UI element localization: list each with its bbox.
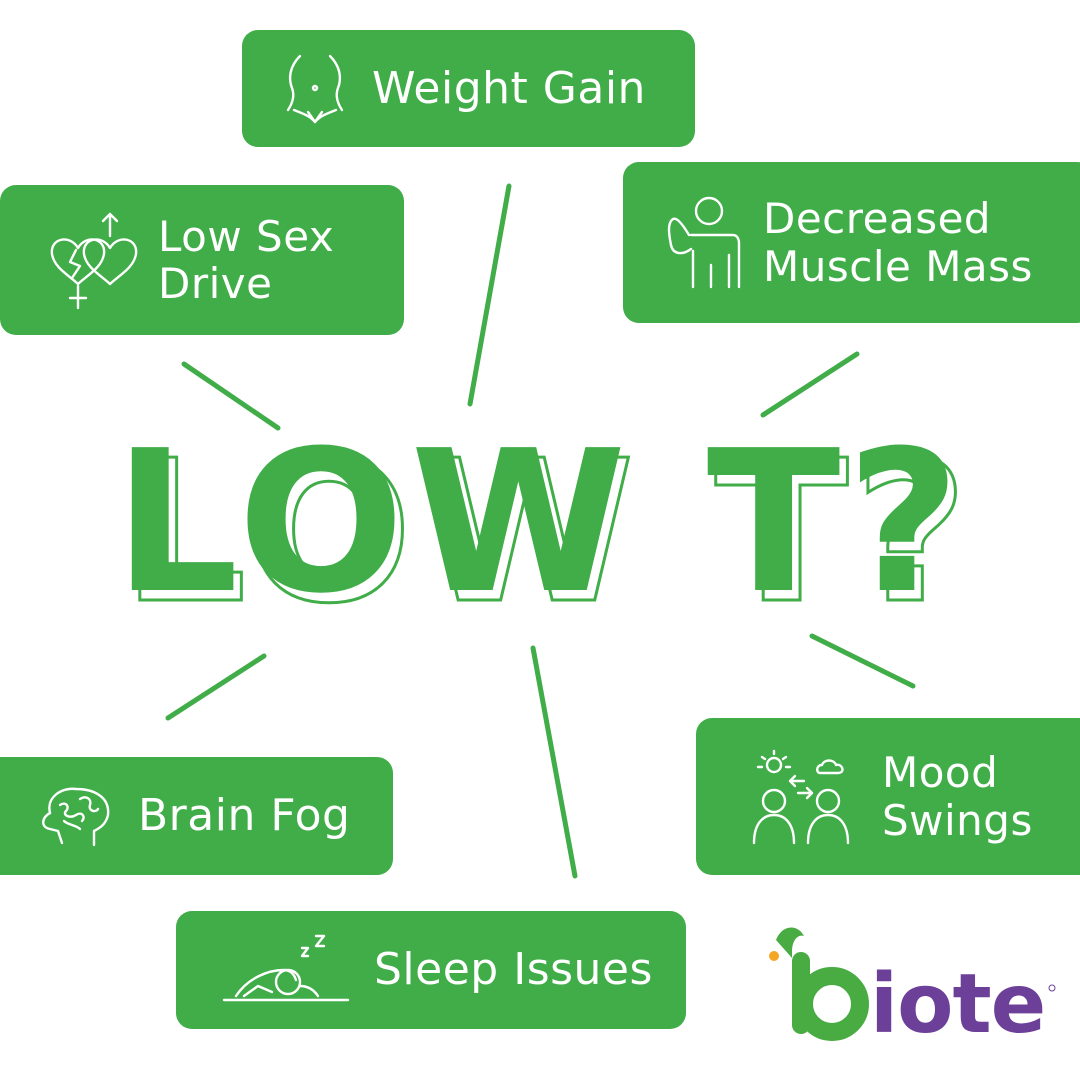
sleep-issues-label: Sleep Issues bbox=[374, 944, 653, 996]
logo-iote-text: iote bbox=[870, 957, 1045, 1048]
biote-logo: iote bbox=[769, 927, 1056, 1048]
ray-muscle bbox=[760, 351, 860, 418]
symptom-card-mood-swings: Mood Swings bbox=[696, 718, 1080, 875]
hearts-gender-icon bbox=[50, 212, 138, 310]
ray-sex bbox=[181, 361, 281, 431]
symptom-card-decreased-muscle-mass: Decreased Muscle Mass bbox=[623, 162, 1080, 323]
decreased-muscle-mass-line2: Muscle Mass bbox=[763, 241, 1033, 291]
ray-sleep bbox=[530, 645, 578, 879]
brain-fog-label: Brain Fog bbox=[138, 790, 351, 842]
low-sex-drive-line1: Low Sex bbox=[158, 211, 335, 261]
mood-swings-line1: Mood bbox=[882, 748, 999, 798]
belly-icon bbox=[286, 54, 344, 123]
weight-gain-label: Weight Gain bbox=[372, 62, 646, 114]
logo-leaf bbox=[776, 927, 804, 958]
brain-head-icon bbox=[42, 787, 110, 847]
symptom-card-brain-fog: Brain Fog bbox=[0, 757, 393, 875]
symptom-card-sleep-issues: Sleep Issues bbox=[176, 911, 686, 1029]
title-text: LOW T? bbox=[114, 409, 966, 637]
title-shadow: LOW T? bbox=[122, 419, 974, 647]
arguing-people-icon bbox=[752, 749, 850, 844]
logo-orange-dot bbox=[769, 951, 779, 961]
ray-brain bbox=[165, 653, 267, 721]
low-sex-drive-line2: Drive bbox=[158, 259, 273, 308]
flexing-person-icon bbox=[667, 196, 741, 288]
symptom-card-weight-gain: Weight Gain bbox=[242, 30, 695, 147]
decreased-muscle-mass-line1: Decreased bbox=[763, 194, 992, 244]
ray-mood bbox=[809, 633, 916, 689]
mood-swings-line2: Swings bbox=[882, 795, 1033, 845]
registered-mark bbox=[1048, 984, 1056, 992]
ray-weight bbox=[467, 183, 512, 407]
symptom-card-low-sex-drive: Low Sex Drive bbox=[0, 185, 404, 335]
logo-b-bowl bbox=[795, 967, 869, 1041]
sleeping-person-icon bbox=[222, 934, 350, 1002]
